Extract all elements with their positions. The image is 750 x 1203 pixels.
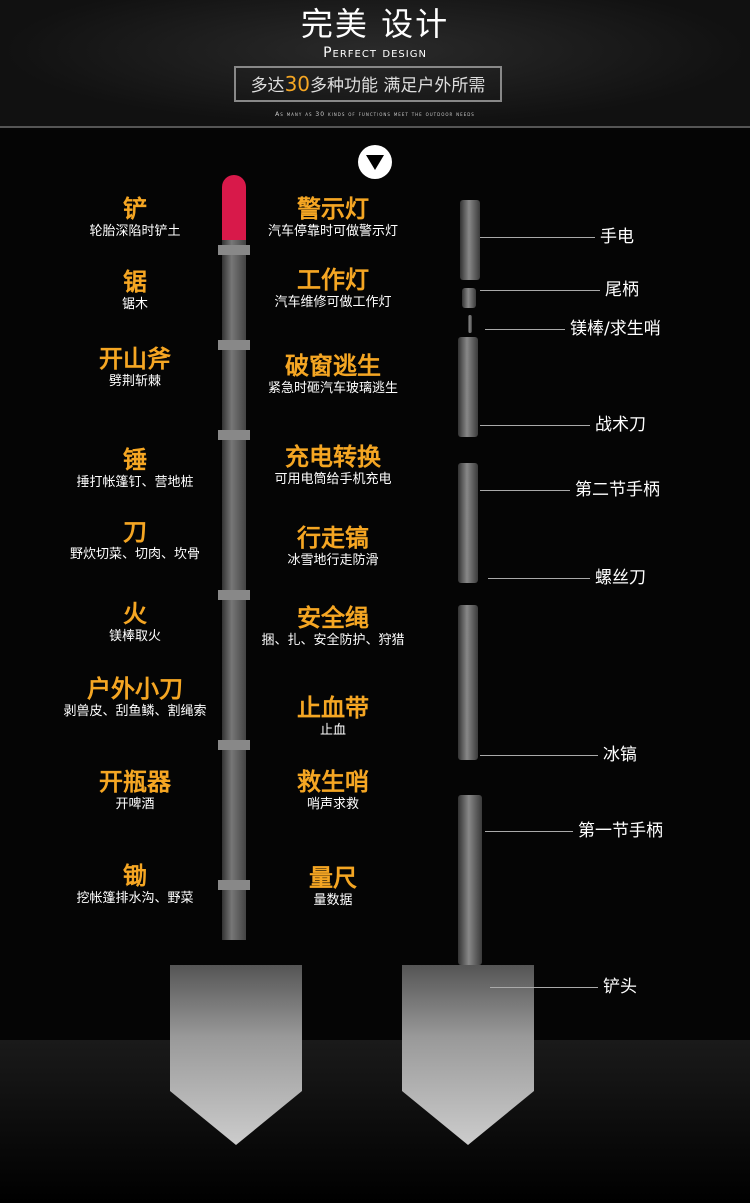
flashlight-part (460, 200, 480, 280)
part-label: 手电 (600, 227, 634, 247)
function-item: 铲轮胎深陷时铲土 (89, 195, 180, 241)
function-item: 量尺量数据 (309, 864, 357, 910)
part-label: 战术刀 (595, 415, 646, 435)
function-item: 安全绳捆、扎、安全防护、狩猎 (261, 604, 404, 650)
function-title: 警示灯 (296, 195, 369, 223)
callout-line (480, 490, 570, 491)
function-desc: 野炊切菜、切肉、坎骨 (69, 547, 201, 562)
function-title: 户外小刀 (86, 675, 183, 703)
callout-line (488, 578, 590, 579)
handle-joint (218, 740, 250, 750)
function-title: 充电转换 (284, 443, 381, 471)
function-item: 开山斧劈荆斩棘 (99, 345, 171, 391)
function-desc: 捆、扎、安全防护、狩猎 (261, 633, 405, 648)
handle-joint (218, 245, 250, 255)
callout-line (485, 831, 573, 832)
function-title: 救生哨 (297, 768, 369, 796)
banner-post: 多种功能 满足户外所需 (310, 76, 486, 96)
function-desc: 劈荆斩棘 (108, 374, 161, 389)
floor (0, 1040, 750, 1203)
function-desc: 紧急时砸汽车玻璃逃生 (267, 381, 399, 396)
function-title: 行走镐 (296, 524, 369, 552)
function-item: 锤捶打帐篷钉、营地桩 (76, 446, 193, 492)
function-title: 量尺 (309, 864, 357, 892)
function-title: 开山斧 (99, 345, 171, 373)
function-desc: 轮胎深陷时铲土 (89, 224, 181, 239)
function-title: 铲 (122, 195, 147, 223)
function-item: 止血带止血 (297, 694, 369, 740)
function-item: 救生哨哨声求救 (297, 768, 369, 814)
part-label: 第一节手柄 (578, 821, 663, 841)
function-title: 工作灯 (296, 266, 369, 294)
function-item: 锄挖帐篷排水沟、野菜 (76, 862, 193, 908)
function-item: 工作灯汽车维修可做工作灯 (274, 266, 391, 312)
first-handle-part (458, 795, 482, 965)
second-handle-part (458, 463, 478, 583)
part-label: 铲头 (603, 977, 637, 997)
function-desc: 锯木 (121, 297, 149, 312)
warning-light-tip (222, 175, 246, 245)
function-item: 行走镐冰雪地行走防滑 (287, 524, 378, 570)
part-label: 冰镐 (603, 745, 637, 765)
callout-line (480, 290, 600, 291)
function-title: 安全绳 (296, 604, 369, 632)
function-item: 锯锯木 (122, 268, 148, 314)
banner-pre: 多达 (250, 76, 285, 96)
function-desc: 挖帐篷排水沟、野菜 (76, 891, 194, 906)
part-label: 尾柄 (605, 280, 639, 300)
page-subtitle: Perfect design (323, 45, 427, 61)
part-label: 镁棒/求生哨 (570, 319, 661, 339)
function-title: 刀 (122, 518, 147, 546)
function-desc: 可用电筒给手机充电 (274, 472, 392, 487)
function-item: 开瓶器开啤酒 (99, 768, 171, 814)
part-label: 螺丝刀 (595, 568, 646, 588)
ice-pick-part (458, 605, 478, 760)
function-title: 破窗逃生 (284, 352, 381, 380)
function-title: 锤 (122, 446, 147, 474)
function-item: 户外小刀剥兽皮、刮鱼鳞、割绳索 (63, 675, 206, 721)
function-desc: 量数据 (313, 893, 353, 908)
function-desc: 哨声求救 (306, 797, 359, 812)
banner-number: 30 (284, 72, 311, 96)
handle-joint (218, 430, 250, 440)
knife-part (458, 337, 478, 437)
function-title: 止血带 (297, 694, 369, 722)
handle-joint (218, 880, 250, 890)
function-item: 充电转换可用电筒给手机充电 (274, 443, 391, 489)
callout-line (485, 329, 565, 330)
down-arrow-icon (358, 145, 392, 179)
function-desc: 捶打帐篷钉、营地桩 (76, 475, 194, 490)
tail-cap-part (462, 288, 476, 308)
function-desc: 剥兽皮、刮鱼鳞、割绳索 (63, 704, 207, 719)
callout-line (480, 237, 595, 238)
handle-joint (218, 340, 250, 350)
callout-line (490, 987, 598, 988)
feature-banner: 多达30多种功能 满足户外所需 (234, 66, 502, 102)
function-desc: 开啤酒 (115, 797, 155, 812)
tagline: As many as 30 kinds of functions meet th… (275, 111, 475, 118)
callout-line (480, 755, 598, 756)
function-desc: 汽车停靠时可做警示灯 (267, 224, 399, 239)
part-label: 第二节手柄 (575, 480, 660, 500)
function-item: 火镁棒取火 (109, 600, 161, 646)
function-item: 警示灯汽车停靠时可做警示灯 (268, 195, 398, 241)
function-title: 锯 (122, 268, 147, 296)
function-desc: 汽车维修可做工作灯 (274, 295, 392, 310)
function-title: 火 (122, 600, 147, 628)
function-item: 破窗逃生紧急时砸汽车玻璃逃生 (268, 352, 398, 398)
function-title: 开瓶器 (99, 768, 171, 796)
handle-joint (218, 590, 250, 600)
function-desc: 止血 (319, 723, 346, 738)
function-desc: 镁棒取火 (108, 629, 162, 644)
magnesium-rod-part (468, 315, 472, 333)
callout-line (480, 425, 590, 426)
header: 完美 设计 Perfect design 多达30多种功能 满足户外所需 As … (0, 0, 750, 128)
function-desc: 冰雪地行走防滑 (287, 553, 379, 568)
function-item: 刀野炊切菜、切肉、坎骨 (70, 518, 200, 564)
function-title: 锄 (122, 862, 147, 890)
page-title: 完美 设计 (300, 5, 450, 43)
